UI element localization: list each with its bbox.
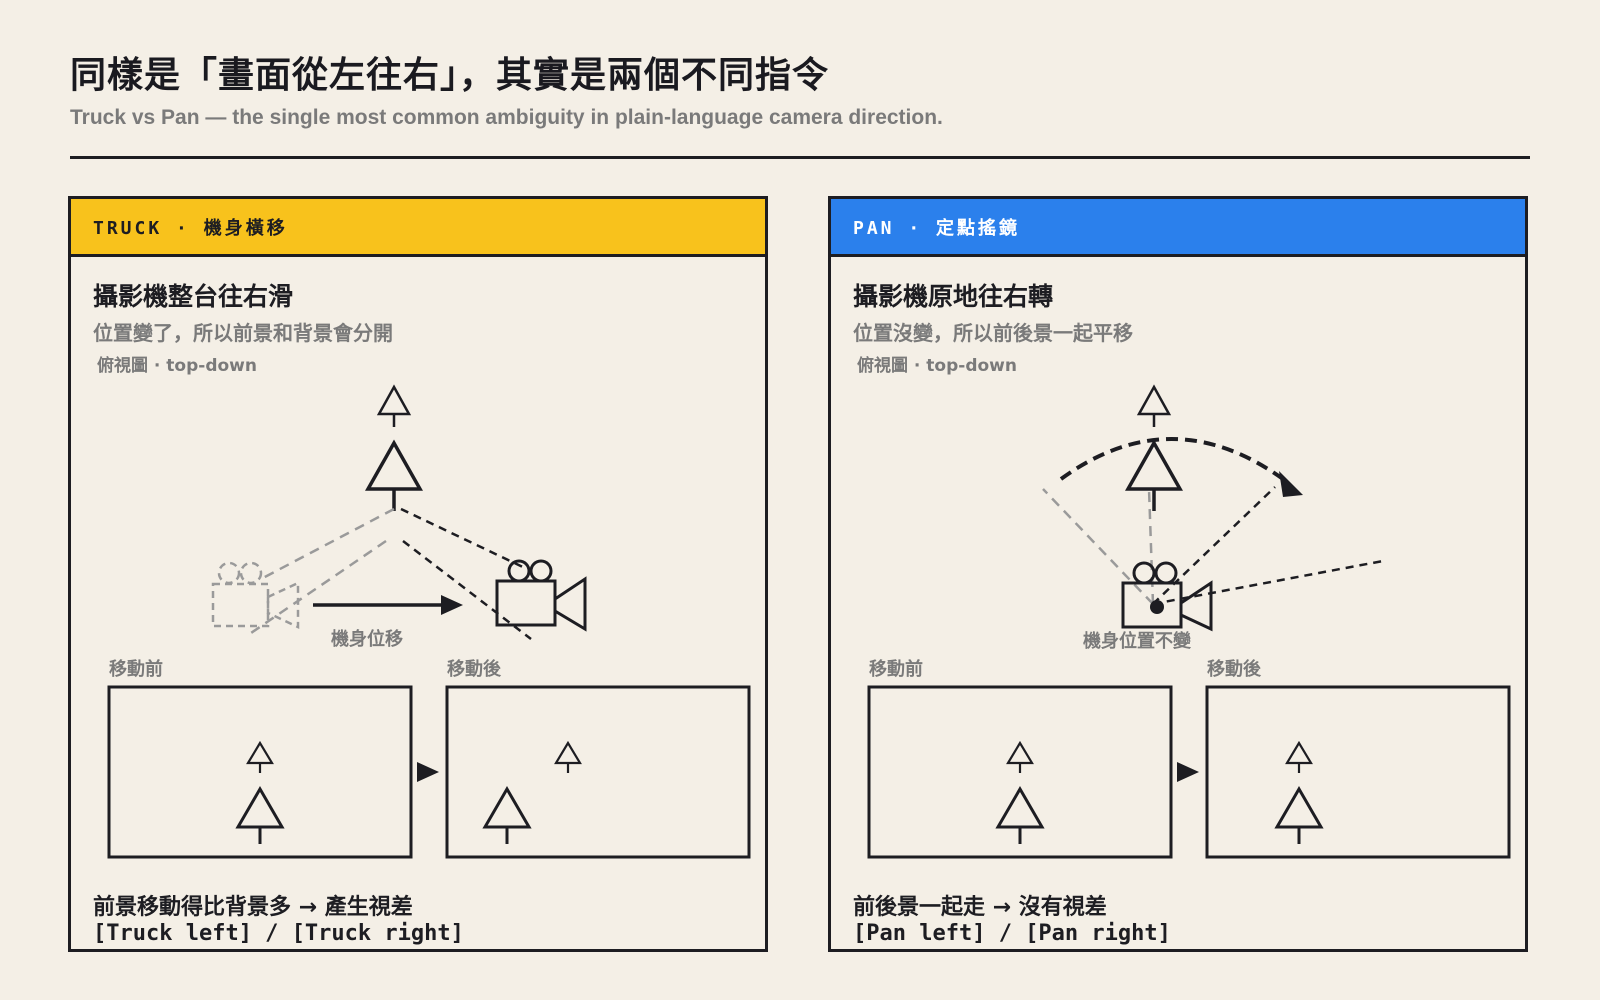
pan-description: 位置沒變，所以前後景一起平移 (853, 321, 1133, 345)
pan-result: 前後景一起走 → 沒有視差 (853, 895, 1107, 920)
camera-pivot-dot (1150, 600, 1164, 614)
truck-view-label: 俯視圖 · top-down (97, 356, 257, 376)
pan-before-label: 移動前 (869, 658, 923, 680)
title-divider (70, 156, 1530, 159)
camera-before-icon (211, 561, 300, 629)
pan-diagram: 機身位置不變 移動前 移動後 (867, 384, 1511, 859)
old-sight-lines (250, 507, 395, 635)
tree-icon (1285, 740, 1313, 773)
truck-command: [Truck left] / [Truck right] (93, 921, 464, 946)
truck-panel: TRUCK · 機身橫移 攝影機整台往右滑 位置變了，所以前景和背景會分開 俯視… (68, 196, 768, 952)
tree-icon (482, 786, 532, 844)
truck-heading: 攝影機整台往右滑 (93, 282, 294, 311)
arrow-right-icon (1177, 762, 1199, 782)
foreground-tree-icon (1125, 439, 1183, 511)
pan-panel-header: PAN · 定點搖鏡 (831, 199, 1525, 257)
arrow-right-icon (313, 595, 463, 615)
arrow-right-icon (417, 762, 439, 782)
foreground-tree-icon (365, 439, 423, 511)
background-tree-icon (1136, 384, 1172, 427)
tree-icon (554, 740, 582, 773)
truck-result: 前景移動得比背景多 → 產生視差 (93, 895, 413, 920)
camera-icon (1121, 561, 1213, 632)
pan-panel: PAN · 定點搖鏡 攝影機原地往右轉 位置沒變，所以前後景一起平移 俯視圖 ·… (828, 196, 1528, 952)
tree-icon (246, 740, 274, 773)
page-title: 同樣是「畫面從左往右」，其實是兩個不同指令 (70, 55, 830, 96)
tree-icon (1006, 740, 1034, 773)
pan-after-frame (1205, 685, 1511, 859)
pan-before-frame (867, 685, 1173, 859)
pan-heading: 攝影機原地往右轉 (853, 282, 1054, 311)
truck-after-label: 移動後 (447, 658, 502, 680)
rotation-arc (1059, 437, 1285, 481)
truck-description: 位置變了，所以前景和背景會分開 (93, 321, 393, 345)
pan-after-label: 移動後 (1207, 658, 1262, 680)
tree-icon (235, 786, 285, 844)
tree-icon (995, 786, 1045, 844)
truck-diagram: 機身位移 移動前 移動後 (107, 384, 751, 859)
truck-panel-header: TRUCK · 機身橫移 (71, 199, 765, 257)
pan-motion-label: 機身位置不變 (1083, 630, 1192, 652)
camera-after-icon (495, 559, 587, 632)
truck-before-label: 移動前 (109, 658, 163, 680)
tree-icon (1274, 786, 1324, 844)
pan-command: [Pan left] / [Pan right] (853, 921, 1171, 946)
after-sight-lines (1152, 486, 1384, 606)
truck-after-frame (445, 685, 751, 859)
new-sight-lines (400, 507, 532, 640)
pan-view-label: 俯視圖 · top-down (857, 356, 1017, 376)
truck-before-frame (107, 685, 413, 859)
before-sight-lines (1042, 488, 1155, 605)
page-subtitle: Truck vs Pan — the single most common am… (70, 106, 943, 129)
truck-motion-label: 機身位移 (331, 628, 403, 650)
rotation-arrowhead (1279, 471, 1303, 497)
background-tree-icon (376, 384, 412, 427)
